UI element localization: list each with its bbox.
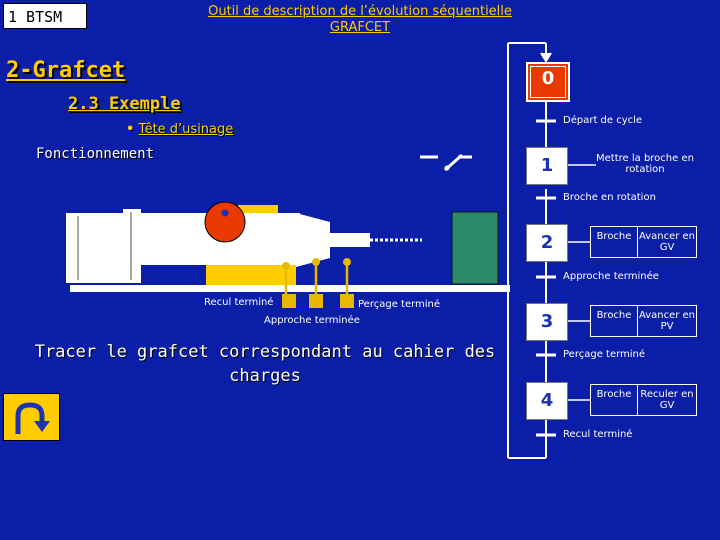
u-turn-icon [15,402,50,434]
action-step-2-b: Avancer en GV [637,226,697,258]
bullet-text: Tête d’usinage [138,122,234,137]
step-1-number: 1 [540,155,554,176]
header-line-1: Outil de description de l’évolution séqu… [208,4,512,19]
action-step-3-a: Broche [590,305,638,337]
transition-2-label: Approche terminée [563,271,659,282]
action-3a-text: Broche [596,310,632,321]
class-badge: 1 BTSM [3,3,87,29]
label-percage: Perçage terminé [358,299,441,310]
workpiece [451,211,499,285]
action-step-4-b: Reculer en GV [637,384,697,416]
switch-icon [420,153,472,172]
action-2b-text: Avancer en GV [638,231,696,253]
action-1-text: Mettre la broche en rotation [596,153,694,175]
motor-flange [123,209,141,283]
transition-3-label: Perçage terminé [563,349,646,360]
label-recul: Recul terminé [204,297,274,308]
step-0-number: 0 [541,68,555,89]
grafcet-step-2: 2 [526,224,568,262]
pulley [204,201,246,243]
step-3-number: 3 [540,311,554,332]
slide-header: Outil de description de l’évolution séqu… [150,4,570,36]
label-approche: Approche terminée [264,315,360,326]
header-line-2: GRAFCET [329,20,391,35]
slide-subtitle: 2.3 Exemple [68,94,181,114]
grafcet-step-4: 4 [526,382,568,420]
action-4a-text: Broche [596,389,632,400]
bullet-mark: • [126,122,135,137]
limit-switch-recul [282,262,296,308]
transition-0-label: Départ de cycle [563,115,643,126]
transition-1-label: Broche en rotation [563,192,656,203]
bullet-item: • Tête d’usinage [126,122,233,137]
instruction-text: Tracer le grafcet correspondant au cahie… [34,342,496,386]
limit-switch-approche [309,258,323,308]
action-step-3-b: Avancer en PV [637,305,697,337]
action-step-2-a: Broche [590,226,638,258]
slide-title: 2-Grafcet [6,58,126,83]
fonctionnement-label: Fonctionnement [36,146,155,162]
step-2-number: 2 [540,232,554,253]
transition-4-label: Recul terminé [563,429,633,440]
rail [70,285,510,292]
limit-switch-percage [340,258,354,308]
grafcet-step-0: 0 [526,62,570,102]
action-2a-text: Broche [596,231,632,242]
action-3b-text: Avancer en PV [638,310,696,332]
grafcet-step-3: 3 [526,303,568,341]
step-4-number: 4 [540,390,554,411]
action-4b-text: Reculer en GV [640,389,694,411]
action-step-4-a: Broche [590,384,638,416]
grafcet-step-1: 1 [526,147,568,185]
return-button[interactable] [3,393,60,441]
action-step-1: Mettre la broche en rotation [596,150,694,180]
spindle [330,233,370,247]
